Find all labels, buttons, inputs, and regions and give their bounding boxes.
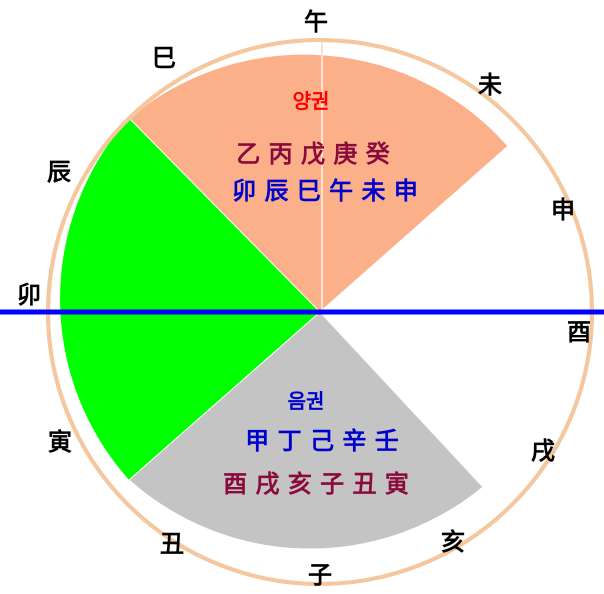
branch-si: 巳	[152, 43, 176, 72]
branch-wei: 未	[478, 70, 502, 99]
branch-chou: 丑	[160, 529, 184, 558]
yang-zone-title: 양권	[293, 89, 330, 113]
yang-sector	[128, 53, 509, 313]
branch-shen: 申	[551, 195, 575, 224]
branch-mao: 卯	[17, 280, 41, 309]
branch-wu: 午	[304, 7, 328, 36]
green-sector	[60, 118, 320, 480]
yang-zone-branches: 卯 辰 巳 午 未 申	[232, 176, 418, 205]
yin-sector	[128, 311, 484, 550]
yin-zone-stems: 甲 丁 己 辛 壬	[245, 426, 398, 455]
branch-xu: 戌	[531, 436, 555, 465]
branch-yin: 寅	[48, 427, 72, 456]
yin-zone-title: 음권	[288, 389, 325, 413]
branch-hai: 亥	[441, 527, 465, 556]
branch-you: 酉	[567, 317, 591, 346]
branch-zi: 子	[308, 560, 332, 589]
yin-zone-branches: 酉 戌 亥 子 丑 寅	[223, 469, 409, 498]
yang-zone-stems: 乙 丙 戊 庚 癸	[236, 139, 390, 168]
branch-chen: 辰	[47, 157, 71, 186]
